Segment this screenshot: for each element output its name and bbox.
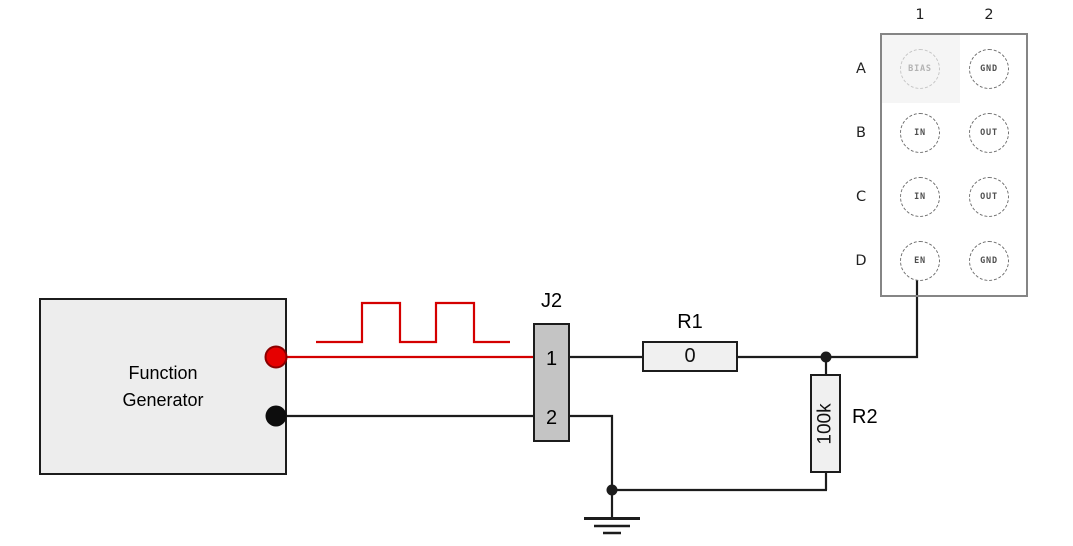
- square-wave-symbol: [316, 301, 510, 344]
- resistor-r1-value: 0: [684, 345, 696, 367]
- wire-junction-to-en-pin: [826, 280, 919, 359]
- positive-terminal: [264, 345, 288, 369]
- junction-dot-r1-r2: [820, 351, 832, 363]
- pin-grid-row-label-a: A: [856, 61, 866, 77]
- resistor-r1-label: R1: [677, 311, 703, 333]
- wire-j2pin2-to-ground: [569, 414, 614, 491]
- j2-pin-2-number: 2: [545, 407, 558, 429]
- pin-c2-label: OUT: [980, 192, 998, 202]
- pin-c1-in: IN: [900, 177, 940, 217]
- connector-j2-label: J2: [540, 290, 563, 312]
- pin-a2-gnd: GND: [969, 49, 1009, 89]
- function-generator-box: Function Generator: [39, 298, 287, 475]
- pin-b2-label: OUT: [980, 128, 998, 138]
- pin-b1-label: IN: [914, 128, 926, 138]
- pin-a1-bias: BIAS: [900, 49, 940, 89]
- pin-d1-label: EN: [914, 256, 926, 266]
- pin-c2-out: OUT: [969, 177, 1009, 217]
- pin-grid-column-header-2: 2: [984, 7, 994, 23]
- pin-b2-out: OUT: [969, 113, 1009, 153]
- pin-grid-column-header-1: 1: [915, 7, 925, 23]
- pin-grid: BIAS GND IN OUT IN OUT EN GND: [880, 33, 1028, 297]
- pin-a1-label: BIAS: [908, 64, 932, 74]
- pin-grid-row-label-b: B: [856, 125, 866, 141]
- connector-j2-box: 1 2: [533, 323, 570, 442]
- negative-terminal: [265, 405, 287, 427]
- pin-d2-gnd: GND: [969, 241, 1009, 281]
- junction-dot-ground: [606, 484, 618, 496]
- j2-pin-1-number: 1: [545, 348, 558, 370]
- function-generator-label-line1: Function: [128, 362, 198, 383]
- pin-d1-en: EN: [900, 241, 940, 281]
- pin-grid-row-label-d: D: [855, 253, 867, 269]
- pin-b1-in: IN: [900, 113, 940, 153]
- pin-a2-label: GND: [980, 64, 998, 74]
- resistor-r1-box: 0: [642, 341, 738, 372]
- pin-d2-label: GND: [980, 256, 998, 266]
- resistor-r2-label: R2: [852, 406, 878, 428]
- pin-c1-label: IN: [914, 192, 926, 202]
- resistor-r2-box: 100k: [810, 374, 841, 473]
- function-generator-label-line2: Generator: [122, 389, 204, 410]
- pin-grid-row-label-c: C: [855, 189, 867, 205]
